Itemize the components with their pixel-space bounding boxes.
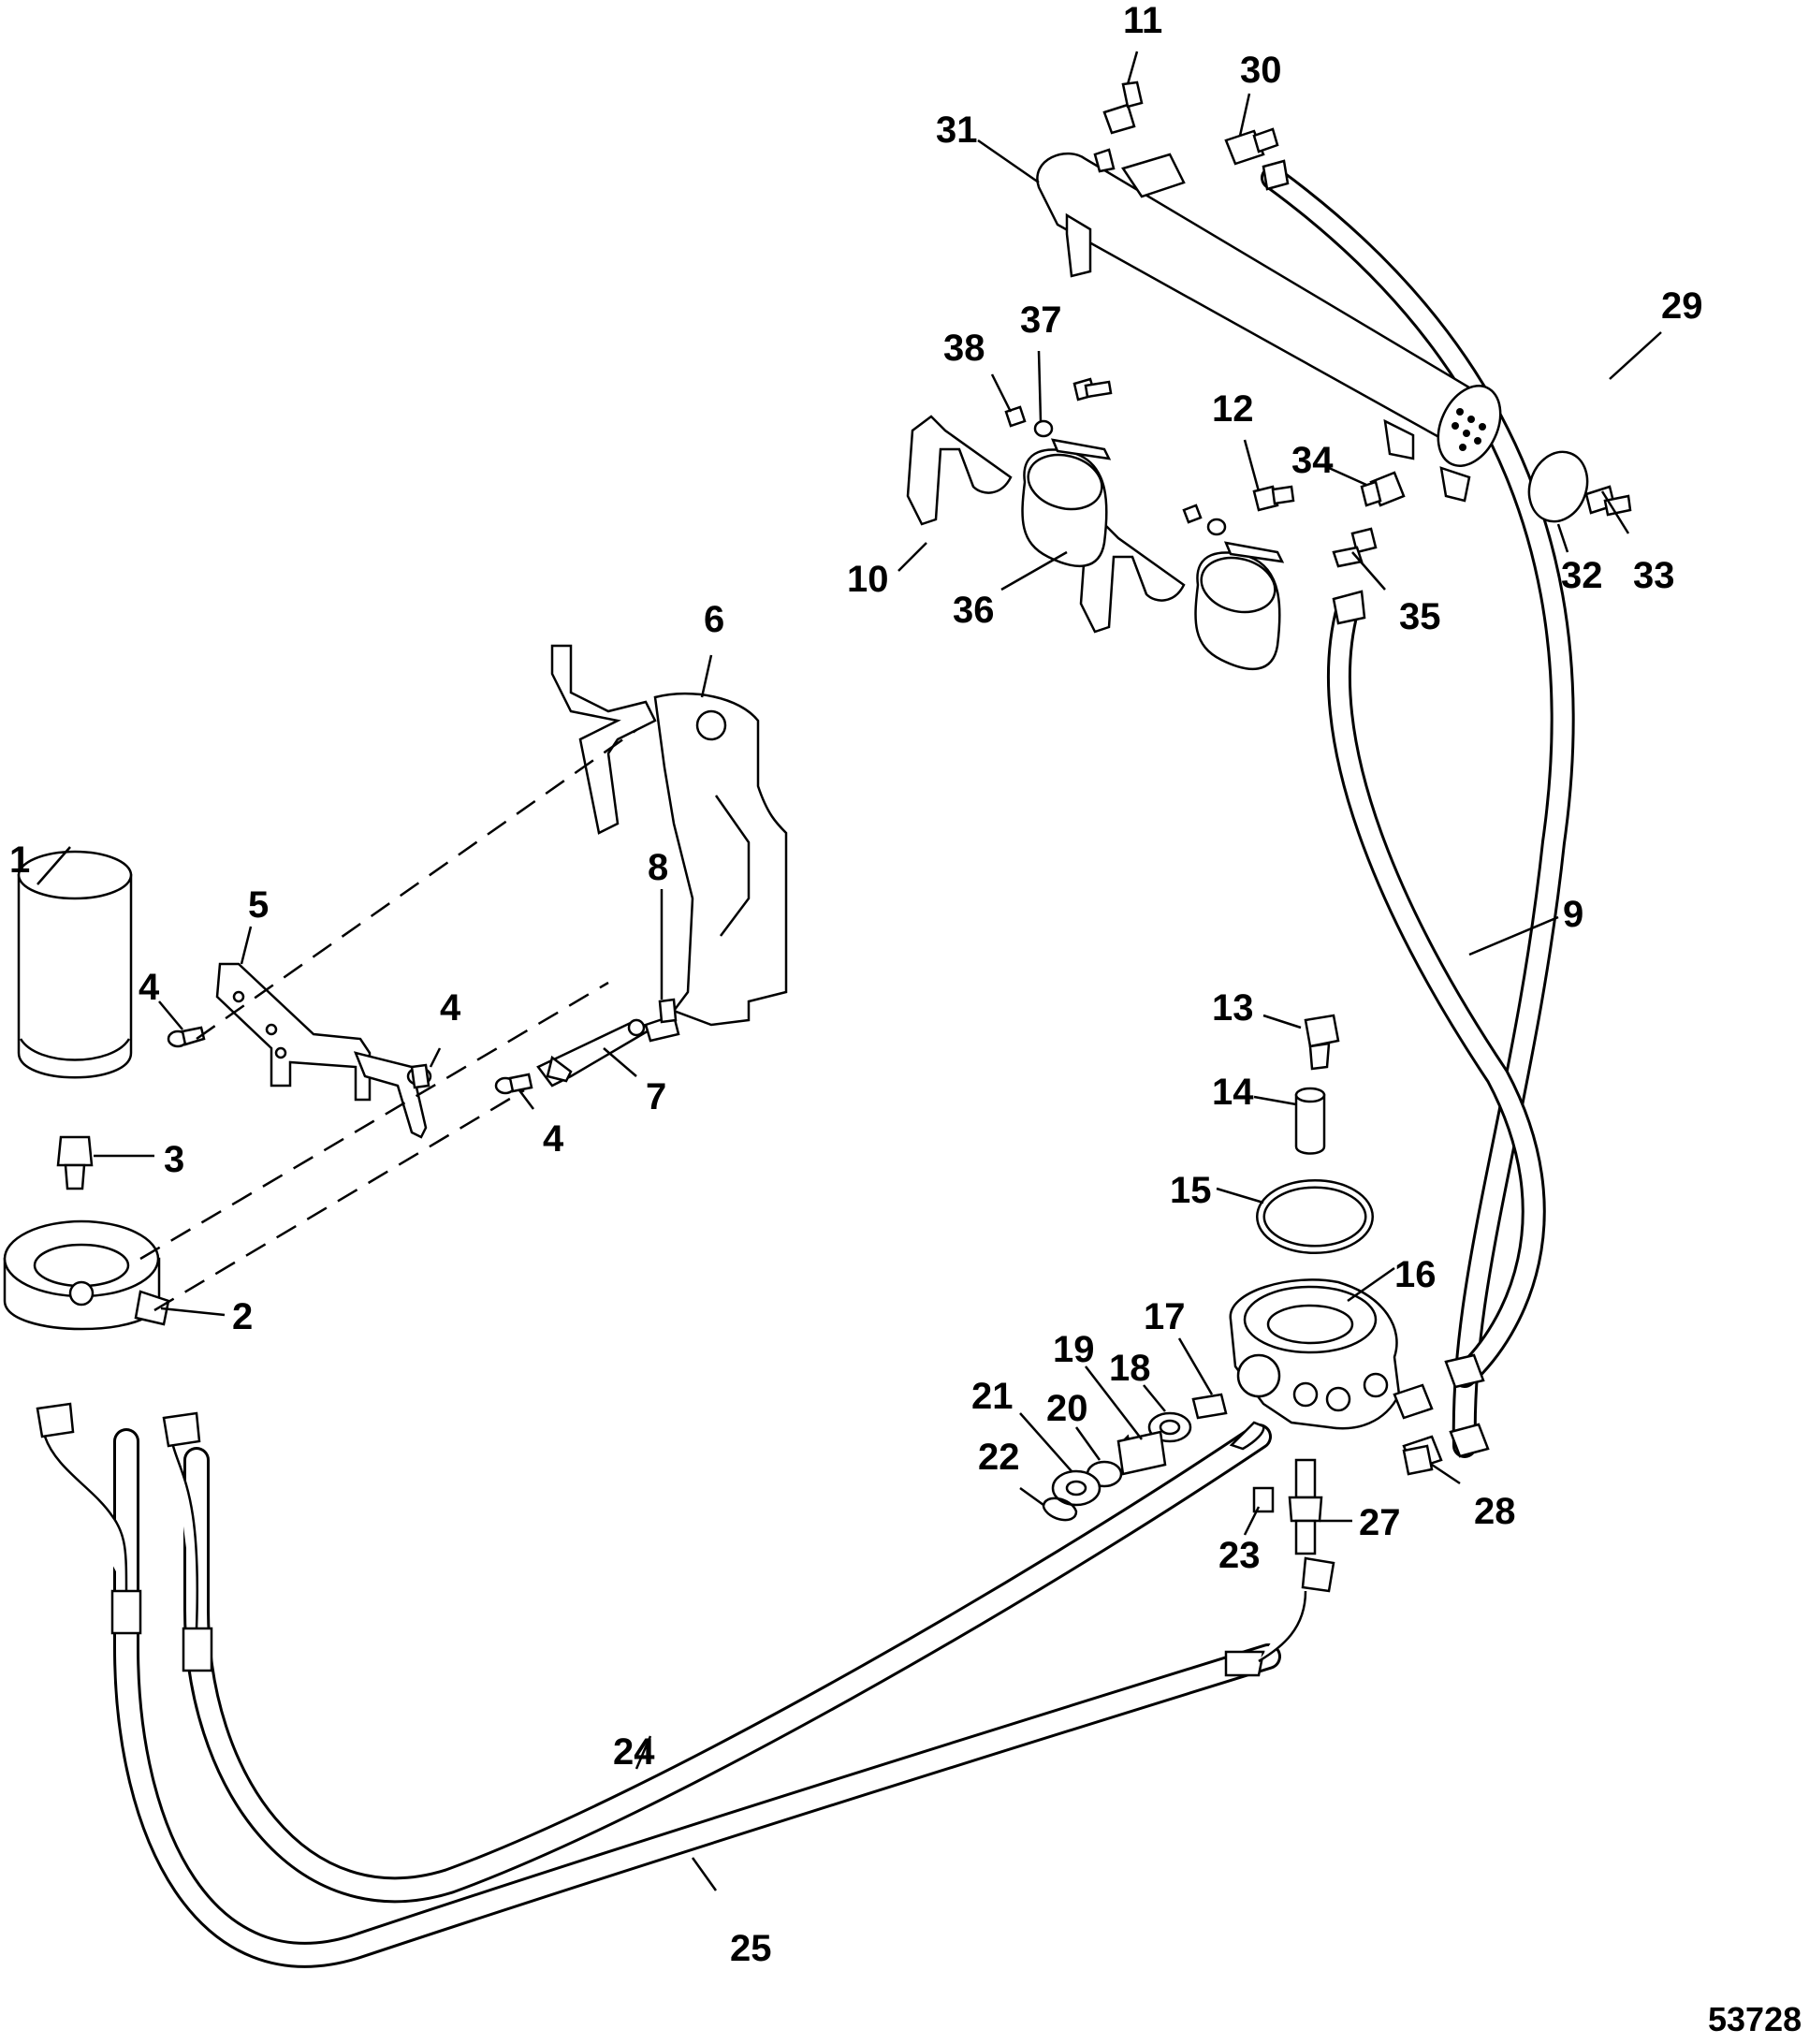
callout-25: 25 [730,1928,772,1969]
callout-27: 27 [1359,1502,1401,1543]
fitting-28 [1402,1444,1434,1476]
callout-33: 33 [1633,555,1675,596]
callout-8: 8 [648,847,668,888]
hose-clamp-36a [1021,438,1112,568]
hose-clamp-36b [1194,541,1285,671]
fitting-35 [1332,527,1378,568]
callout-3: 3 [164,1139,184,1180]
callout-labels: 1 2 3 4 4 4 5 6 7 8 9 10 11 12 13 14 15 … [9,0,1802,2038]
sleeve-14 [1294,1087,1326,1155]
callout-16: 16 [1394,1254,1437,1295]
callout-9: 9 [1563,894,1583,935]
bolt-4c [494,1073,533,1095]
dashed-assembly-lines [139,728,637,1312]
callout-35: 35 [1399,596,1441,637]
bolt-12 [1252,485,1295,512]
callout-4c: 4 [543,1118,564,1160]
callout-38: 38 [943,328,985,369]
fitting-27 [1288,1458,1323,1555]
callout-34: 34 [1291,440,1334,481]
bracket-6 [550,644,788,1027]
callout-36: 36 [953,590,995,631]
fitting-3 [56,1135,94,1190]
screw-33 [1584,485,1632,517]
callout-2: 2 [232,1296,253,1337]
callout-21: 21 [971,1376,1014,1417]
callout-7: 7 [646,1076,666,1117]
callout-5: 5 [248,884,269,926]
oil-filter [17,850,133,1079]
callout-19: 19 [1053,1329,1095,1370]
fitting-11 [1102,80,1144,135]
filter-head-16 [1229,1278,1401,1430]
callout-22: 22 [978,1437,1020,1478]
valve-piston-17 [1191,1393,1228,1420]
callout-12: 12 [1212,388,1254,430]
figure-number: 53728 [1708,2000,1802,2038]
callout-1: 1 [9,840,30,881]
plate-21 [1051,1469,1101,1507]
end-cap-32 [1527,450,1589,523]
callout-18: 18 [1109,1348,1151,1389]
hose-25 [113,1428,1281,1968]
hose-9 [1327,596,1546,1388]
bolt-4a [167,1026,206,1048]
hose-end-fittings [36,159,1490,1677]
callout-4b: 4 [440,987,461,1029]
callout-23: 23 [1218,1535,1261,1576]
heat-exchanger [1036,148,1502,503]
callout-13: 13 [1212,987,1254,1029]
fitting-13 [1304,1014,1340,1071]
callout-6: 6 [704,599,724,640]
hose-24 [183,1424,1272,1904]
leader-lines [36,51,1662,1891]
spring-19 [1116,1430,1167,1476]
plug-23 [1252,1486,1275,1513]
callout-29: 29 [1661,285,1703,327]
clip-7 [536,1018,653,1088]
callout-10: 10 [847,559,889,600]
clamp-bolt [1072,377,1113,402]
callout-37: 37 [1020,299,1062,341]
callout-30: 30 [1240,50,1282,91]
callout-24: 24 [613,1731,655,1773]
callout-15: 15 [1170,1170,1212,1211]
filter-adapter [3,1219,170,1331]
callout-4a: 4 [139,967,160,1008]
callout-32: 32 [1561,555,1603,596]
callout-20: 20 [1046,1388,1088,1429]
callout-28: 28 [1474,1491,1516,1532]
washer-37 [1033,419,1227,536]
mounting-bracket-10a [906,415,1013,526]
fitting-30 [1224,127,1279,166]
fitting-34 [1360,471,1406,507]
hose-29 [1261,166,1575,1458]
callout-11: 11 [1123,0,1162,41]
bolt-4b [406,1063,432,1089]
callout-31: 31 [936,110,978,151]
callout-17: 17 [1144,1296,1186,1337]
callout-14: 14 [1212,1072,1254,1113]
mounting-bracket-10b [1079,522,1186,634]
cooler-end-holes [1452,408,1486,451]
o-ring-15 [1256,1179,1374,1254]
snap-ring-22 [1042,1496,1078,1522]
bracket-5 [215,962,428,1139]
bolt-8 [644,998,680,1043]
